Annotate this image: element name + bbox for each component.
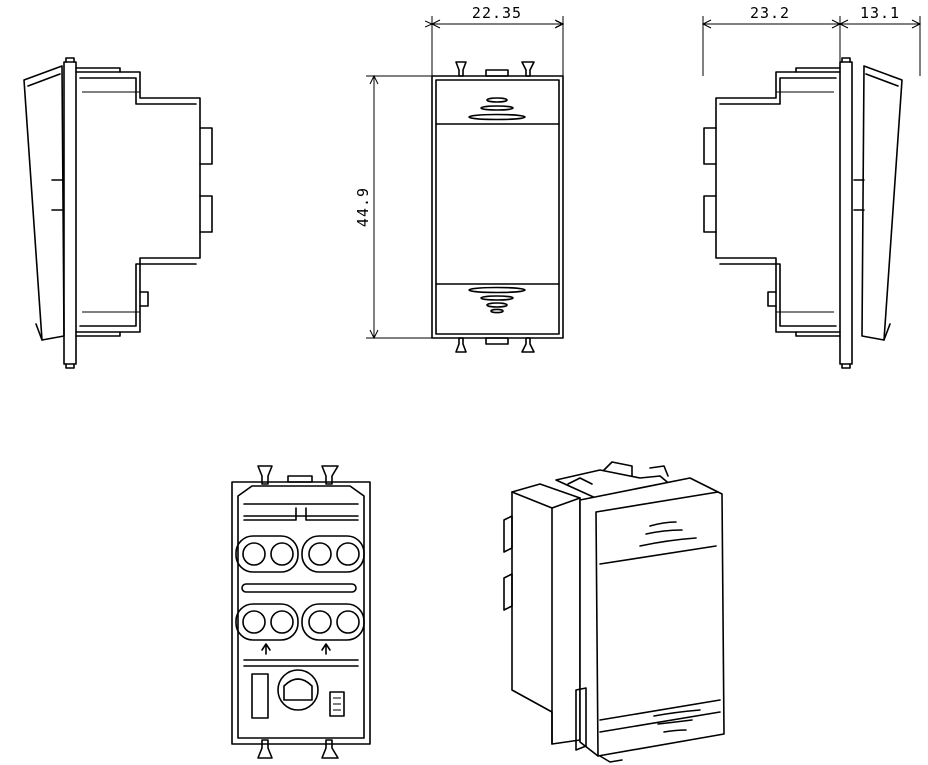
dim-width-front: 22.35 — [472, 4, 522, 22]
dim-depth-cover: 13.1 — [860, 4, 900, 22]
side-view-right: 23.2 13.1 — [701, 4, 922, 369]
rear-view — [231, 465, 371, 759]
side-view-left — [23, 57, 213, 369]
dim-height: 44.9 — [354, 187, 372, 227]
front-view: 22.35 44.9 — [354, 4, 565, 353]
dim-depth-body: 23.2 — [750, 4, 790, 22]
isometric-view — [503, 461, 725, 763]
